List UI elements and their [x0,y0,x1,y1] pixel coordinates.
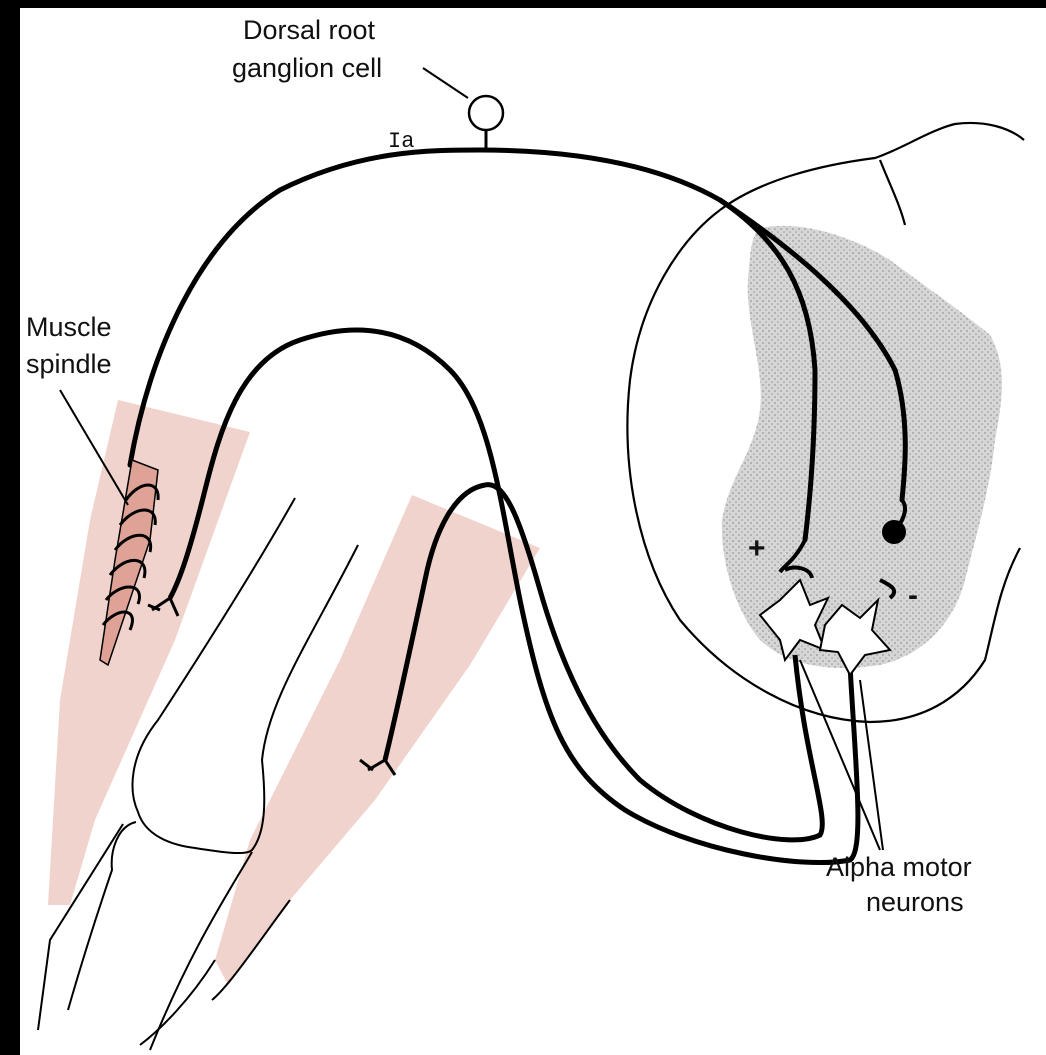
spindle-label-line2: spindle [26,348,112,380]
diagram-canvas: Dorsal root ganglion cell Ia Muscle spin… [20,8,1046,1055]
dorsal-horn-outline [720,123,1024,210]
inhibitory-interneuron [882,520,906,544]
gray-matter [722,226,1002,668]
inhibitory-sign: - [908,580,918,612]
ia-label: Ia [388,126,414,158]
dorsal-root-ganglion-cell [469,96,503,150]
dorsal-root-entry [880,160,905,225]
alpha-label-line1: Alpha motor [826,851,972,883]
drg-label-line2: ganglion cell [232,52,382,84]
flexor-muscle [215,495,540,985]
excitatory-sign: + [748,533,766,565]
spindle-label-line1: Muscle [26,311,112,343]
frame-left-border [0,0,20,1055]
drg-label-line1: Dorsal root [243,14,375,46]
frame-top-border [0,0,1046,8]
alpha-label-line2: neurons [866,886,964,918]
